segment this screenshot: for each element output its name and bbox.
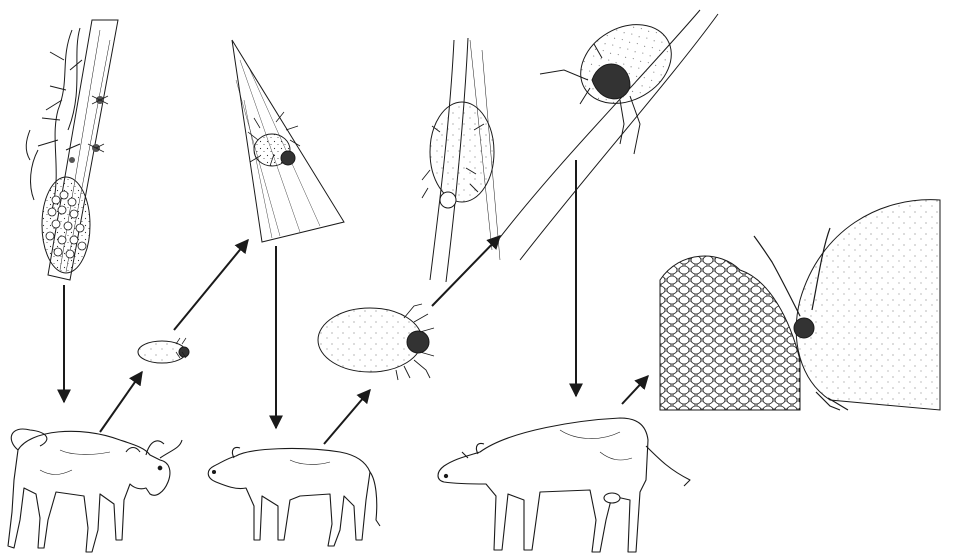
nymph-on-grass-blade-icon — [232, 40, 344, 242]
female-tick-laying-eggs-icon — [660, 200, 940, 410]
arrow-fed-nymph-to-adults — [432, 236, 500, 306]
cow-icon — [438, 418, 690, 552]
arrow-fed-larva-to-nymph — [174, 240, 248, 330]
engorged-larva-icon — [138, 338, 189, 363]
adult-ticks-on-stems-icon — [422, 9, 718, 282]
calf-icon — [208, 447, 380, 546]
arrow-cow-to-egg-laying — [622, 376, 648, 404]
arrow-bull-to-fed-larva — [100, 372, 142, 432]
larvae-cluster-on-grass-icon — [26, 20, 118, 280]
bull-icon — [8, 429, 182, 552]
flow-arrows — [64, 160, 648, 444]
arrow-calf-to-fed-nymph — [324, 390, 370, 444]
engorged-nymph-icon — [318, 304, 434, 380]
